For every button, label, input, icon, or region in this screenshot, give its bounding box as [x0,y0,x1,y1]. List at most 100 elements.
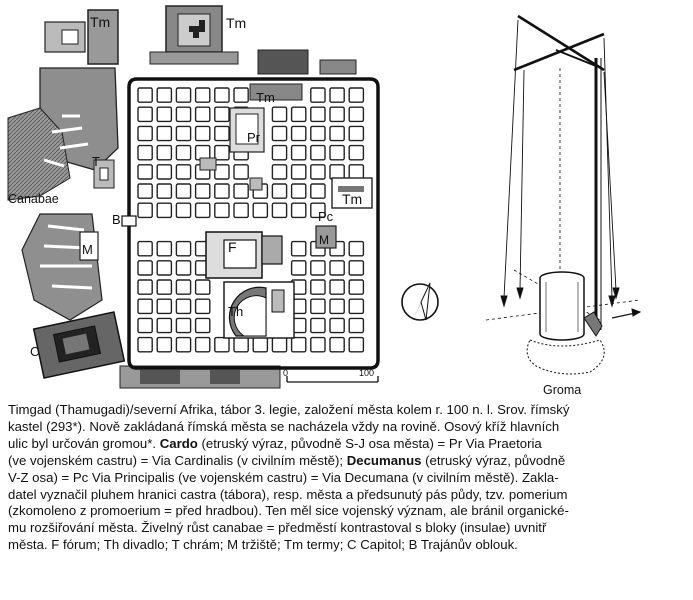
scale-hundred: 100 [359,368,374,378]
label-th: Th [228,304,243,319]
insula-block [233,87,249,103]
insula-block [194,298,211,315]
insula-block [156,317,173,334]
insula-block [194,317,211,334]
capitol-complex [32,311,126,379]
insula-block [348,336,365,353]
insula-block [290,106,307,123]
caption-line: Timgad (Thamugadi)/severní Afrika, tábor… [8,402,570,417]
insula-block [310,106,326,123]
insula-block [233,183,249,199]
insula-block [175,317,192,334]
insula-block [137,260,153,276]
insula-block [329,125,345,142]
label-b: B [112,212,121,227]
caption: Timgad (Thamugadi)/severní Afrika, tábor… [8,402,688,554]
insulae-grid [137,87,365,353]
insula-block [348,317,365,334]
caption-line: města. F fórum; Th divadlo; T chrám; M t… [8,537,518,553]
insula-block [175,202,192,219]
insula-block [348,144,365,161]
insula-block [290,125,307,142]
insula-block [310,144,326,161]
insula-block [329,298,345,315]
forum [205,231,283,279]
label-m-right: M [319,233,329,247]
caption-text: (etruský výraz, původně [425,452,566,468]
insula-block [175,164,192,180]
insula-block [329,240,345,257]
insula-block [156,202,173,219]
insula-block [348,279,365,295]
caption-line: (ve vojenském castru) = Via Cardinalis (… [8,453,688,470]
insula-block [214,87,230,103]
insula-block [290,336,307,353]
insula-block [290,164,307,180]
bath-top-left [87,9,119,65]
label-tm-top-left: Tm [90,14,110,30]
insula-block [348,164,365,180]
insula-block [175,240,192,257]
insula-block [137,183,153,199]
insula-block [156,106,173,123]
theatre [223,281,295,339]
bath-inner-top [249,83,303,101]
insula-block [137,202,153,219]
insula-block [156,125,173,142]
insula-block [348,106,365,123]
timgad-figure: Tm Tm Tm Tm Pr T Canabae B Pc M M F Th C… [7,5,642,397]
label-t: T [92,154,100,169]
insula-block [137,336,153,353]
city-plan: Tm Tm Tm Tm Pr T Canabae B Pc M M F Th C… [7,5,439,389]
insula-block [137,279,153,295]
insula-block [214,164,230,180]
insula-block [329,260,345,276]
insula-block [175,106,192,123]
insula-block [271,336,288,353]
scale-zero: 0 [283,368,288,378]
insula-block [194,106,211,123]
insula-block [310,202,326,219]
city-wall [127,77,380,370]
insula-block [175,279,192,295]
insula-block [271,183,288,199]
insula-block [252,202,269,219]
insula-block [214,106,230,123]
insula-block [194,202,211,219]
bath-right [331,177,373,209]
caption-line: (zkomoleno z promoerium = před hradbou).… [8,503,569,519]
insula-block [156,144,173,161]
scale-bar: 0 100 [283,368,379,383]
insula-block [329,144,345,161]
label-tm-right: Tm [342,191,362,207]
insula-block [214,336,230,353]
term-cardo: Cardo [159,435,198,451]
insula-block [175,125,192,142]
insula-block [137,164,153,180]
groma-label: Groma [543,383,581,397]
insula-block [348,87,365,103]
insula-block [137,106,153,123]
insula-block [290,202,307,219]
caption-text: ulic byl určován gromou*. [8,435,157,451]
insula-block [137,144,153,161]
market-right [315,225,337,249]
insula-block [348,125,365,142]
insula-block [271,125,288,142]
label-pc: Pc [318,209,334,224]
insula-block [156,279,173,295]
insula-block [175,87,192,103]
insula-block [290,240,307,257]
insula-block [310,317,326,334]
insula-block [310,279,326,295]
insula-block [348,240,365,257]
caption-line: kastel (293*). Nově zakládaná římská měs… [8,418,560,434]
insula-block [310,183,326,199]
label-tm-top-right: Tm [226,15,246,31]
insula-block [329,87,345,103]
insula-block [175,260,192,276]
insula-block [214,144,230,161]
caption-line: datel vyznačil pluhem hranici castra (tá… [8,486,568,502]
north-arrow-icon [401,282,439,321]
caption-line: ulic byl určován gromou*. Cardo (etruský… [8,436,688,453]
